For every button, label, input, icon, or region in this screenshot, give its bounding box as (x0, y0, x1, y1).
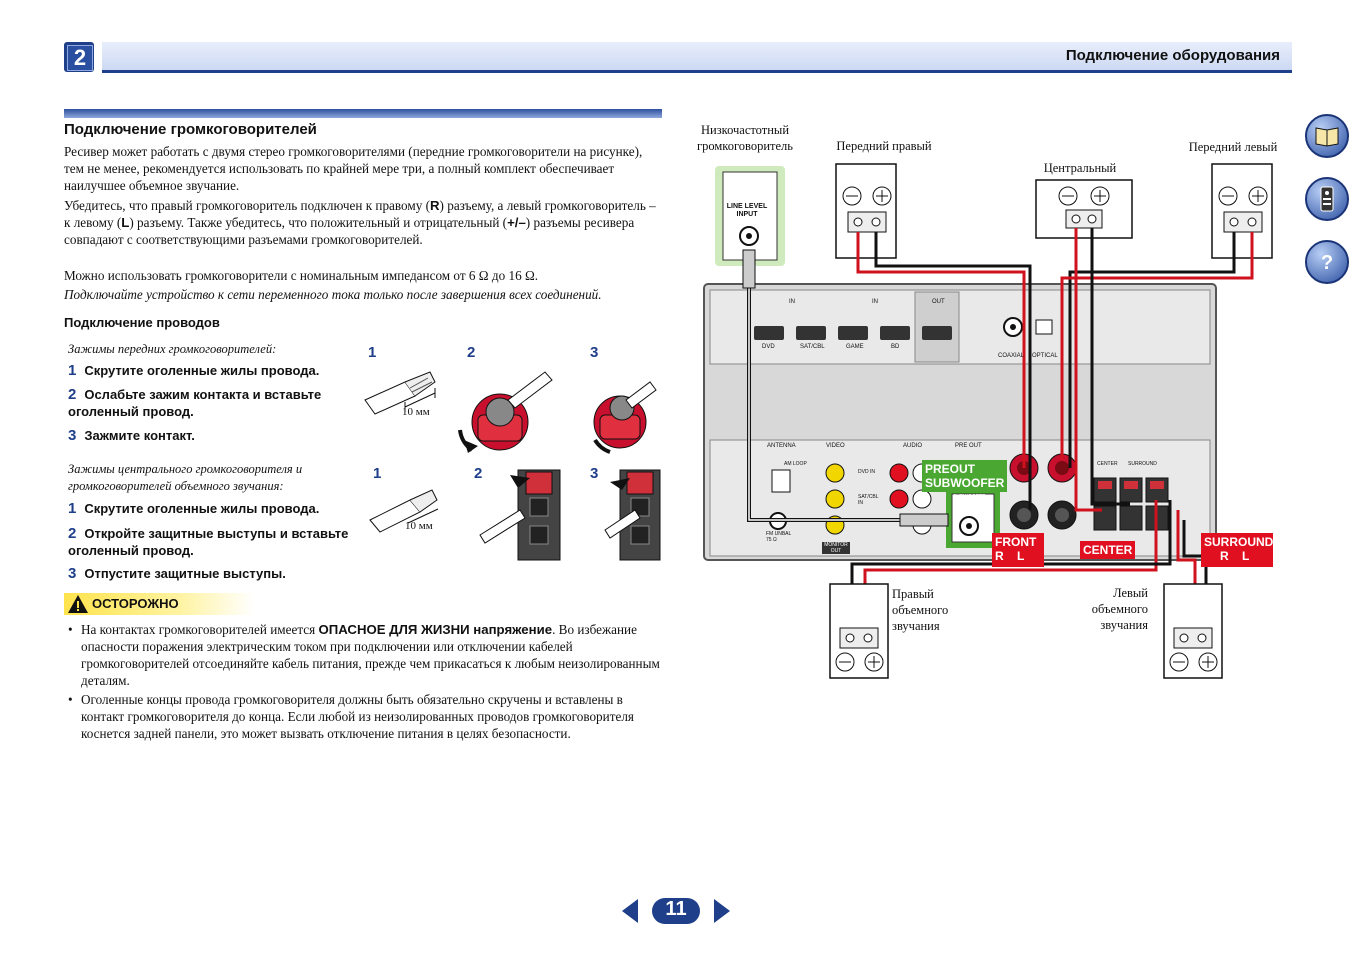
front-right-label: Передний правый (836, 139, 932, 153)
remote-icon[interactable] (1305, 177, 1349, 221)
hdmi-satcbl: SAT/CBL (800, 344, 825, 350)
book-icon[interactable] (1305, 114, 1349, 158)
am-loop-label: AM LOOP (784, 461, 807, 467)
hdmi-game: GAME (846, 344, 864, 350)
front-terminal-caption: Зажимы передних громкоговорителей: (68, 342, 277, 356)
front-left-label: Передний левый (1188, 140, 1278, 154)
strip-length-label-2: 10 мм (405, 520, 433, 532)
page-nav (622, 898, 730, 924)
center-terminal-caption: Зажимы центрального громкоговорителя и г… (68, 462, 303, 493)
video-label: VIDEO (826, 443, 845, 449)
twisted-wire-icon-2 (369, 489, 439, 533)
fig-num-3b: 3 (590, 465, 599, 482)
binding-post-tightened-icon (593, 381, 657, 454)
speaker-front-left (1211, 163, 1273, 259)
subwoofer-port-label: SUBWOOFER (953, 494, 986, 500)
svg-text:?: ? (1321, 252, 1333, 274)
section-title: Подключение громкоговорителей (64, 121, 317, 138)
dvd-in-label: DVD IN (858, 469, 875, 475)
hdmi-out: OUT (932, 299, 945, 305)
hdmi-in-2: IN (872, 299, 878, 305)
section-rule (64, 109, 662, 118)
hdmi-in-1: IN (789, 299, 795, 305)
speaker-surround-left (1163, 583, 1223, 679)
antenna-label: ANTENNA (767, 443, 796, 449)
hdmi-bd: BD (891, 344, 900, 350)
speaker-center (1035, 179, 1133, 239)
connection-diagram (703, 163, 1273, 679)
fig-num-2b: 2 (474, 465, 483, 482)
satcbl-in-label: SAT/CBL IN (858, 494, 879, 506)
binding-post-icon (458, 371, 553, 453)
spring-clip-closed-icon (604, 469, 661, 561)
fig-num-3: 3 (590, 344, 599, 361)
caution-item-2: •Оголенные концы провода громкоговорител… (68, 692, 634, 741)
fm-label: FM UNBAL 75 Ω (766, 531, 792, 543)
impedance-paragraph: Можно использовать громкоговорители с но… (64, 268, 539, 283)
help-icon[interactable]: ? (1305, 240, 1349, 284)
wire-step-illustrations (364, 371, 661, 561)
caution-item-1: •На контактах громкоговорителей имеется … (68, 622, 660, 688)
hdmi-dvd: DVD (762, 344, 775, 350)
center-tag: CENTER (1080, 541, 1136, 559)
caution-banner (64, 593, 254, 615)
fig-num-2: 2 (467, 344, 476, 361)
center-port-label: CENTER (1097, 461, 1118, 467)
chapter-number: 2 (67, 45, 93, 71)
speaker-surround-right (829, 583, 889, 679)
speaker-front-right (835, 163, 897, 259)
coaxial-label: COAXIAL (998, 353, 1025, 359)
intro-paragraph: Ресивер может работать с двумя стерео гр… (64, 144, 643, 193)
surround-port-label: SURROUND (1128, 461, 1157, 467)
monitor-out-label: MONITOR OUT (822, 542, 850, 554)
strip-length-label: 10 мм (402, 406, 430, 418)
optical-label: OPTICAL (1032, 353, 1058, 359)
center-label: Центральный (1043, 161, 1117, 175)
power-note: Подключайте устройство к сети переменног… (64, 287, 602, 302)
page-number: 11 (665, 898, 687, 920)
warning-icon (68, 595, 88, 613)
next-page-icon[interactable] (714, 899, 730, 923)
fig-num-1b: 1 (373, 465, 382, 482)
polarity-paragraph: Убедитесь, что правый громкоговоритель п… (64, 198, 656, 247)
twisted-wire-icon (364, 371, 436, 415)
wires-title: Подключение проводов (64, 315, 220, 330)
audio-label: AUDIO (903, 443, 923, 449)
chapter-badge: 2 (64, 42, 94, 72)
spring-clip-icon (479, 469, 561, 561)
header-bar (102, 42, 1292, 73)
prev-page-icon[interactable] (622, 899, 638, 923)
caution-label: ОСТОРОЖНО (92, 596, 179, 611)
pre-out-label: PRE OUT (955, 443, 982, 449)
fig-num-1: 1 (368, 344, 377, 361)
page-title: Подключение оборудования (1065, 47, 1280, 64)
